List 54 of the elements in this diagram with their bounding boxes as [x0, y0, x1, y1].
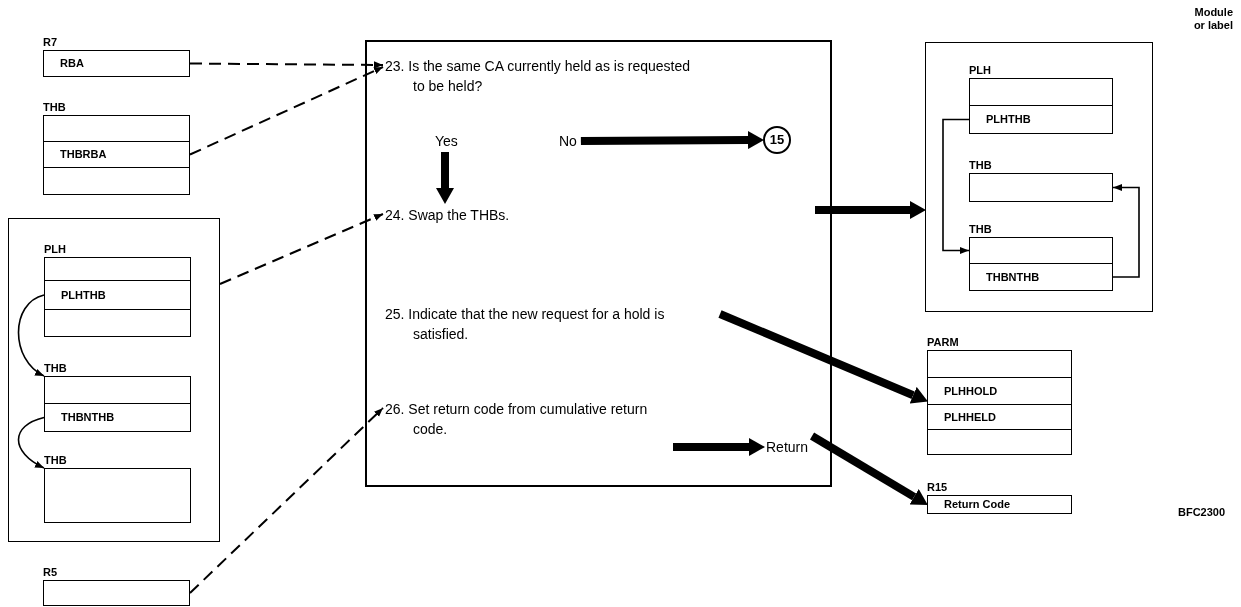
dashed-arrow: [189, 66, 384, 156]
block-label: R15: [927, 480, 949, 495]
arrow: [942, 118, 970, 255]
empty-field-row: [44, 257, 191, 281]
empty-field-row: [43, 115, 190, 142]
field-row: THBRBA: [43, 141, 190, 168]
step-text: 25. Indicate that the new request for a hold is satisfied.: [385, 304, 720, 344]
block-arrow: [718, 310, 928, 404]
empty-field-row: [43, 167, 190, 195]
dashed-arrow: [189, 61, 384, 69]
field-row: PLHHOLD: [927, 377, 1072, 405]
empty-field-row: [43, 580, 190, 606]
empty-field-row: [44, 468, 191, 523]
block-label: THB: [969, 158, 993, 173]
empty-field-row: [969, 173, 1113, 202]
arrow: [1112, 183, 1140, 278]
field-row: PLHTHB: [44, 280, 191, 310]
step-text: 26. Set return code from cumulative return code.: [385, 399, 667, 439]
note-label: Module or label: [1192, 6, 1233, 32]
block-label: THB: [44, 453, 68, 468]
frame-box: [925, 42, 1153, 312]
branch-label: Yes: [435, 132, 458, 150]
empty-field-row: [969, 78, 1113, 106]
block-label: THB: [969, 222, 993, 237]
branch-label: Return: [766, 438, 809, 456]
block-label: THB: [44, 361, 68, 376]
dashed-arrow: [189, 407, 384, 594]
empty-field-row: [44, 376, 191, 404]
block-label: R5: [43, 565, 59, 580]
field-row: THBNTHB: [969, 263, 1113, 291]
block-label: PLH: [969, 63, 992, 78]
block-label: PLH: [44, 242, 67, 257]
empty-field-row: [927, 429, 1072, 455]
field-row: Return Code: [927, 495, 1072, 514]
field-row: THBNTHB: [44, 403, 191, 432]
note-label: BFC2300: [1178, 506, 1226, 519]
frame-box: [8, 218, 220, 542]
empty-field-row: [969, 237, 1113, 264]
frame-box: [365, 40, 832, 487]
dashed-arrow: [219, 213, 384, 285]
block-arrow: [810, 432, 928, 505]
block-label: PARM: [927, 335, 960, 350]
empty-field-row: [44, 309, 191, 337]
arrow: [17, 416, 45, 469]
block-label: THB: [43, 100, 67, 115]
field-row: RBA: [43, 50, 190, 77]
step-text: 23. Is the same CA currently held as is requested to be held?: [385, 56, 703, 96]
arrow: [17, 294, 45, 377]
field-row: PLHTHB: [969, 105, 1113, 134]
empty-field-row: [927, 350, 1072, 378]
step-text: 24. Swap the THBs.: [385, 205, 755, 225]
branch-label: No: [559, 132, 577, 150]
block-label: R7: [43, 35, 59, 50]
field-row: PLHHELD: [927, 404, 1072, 430]
